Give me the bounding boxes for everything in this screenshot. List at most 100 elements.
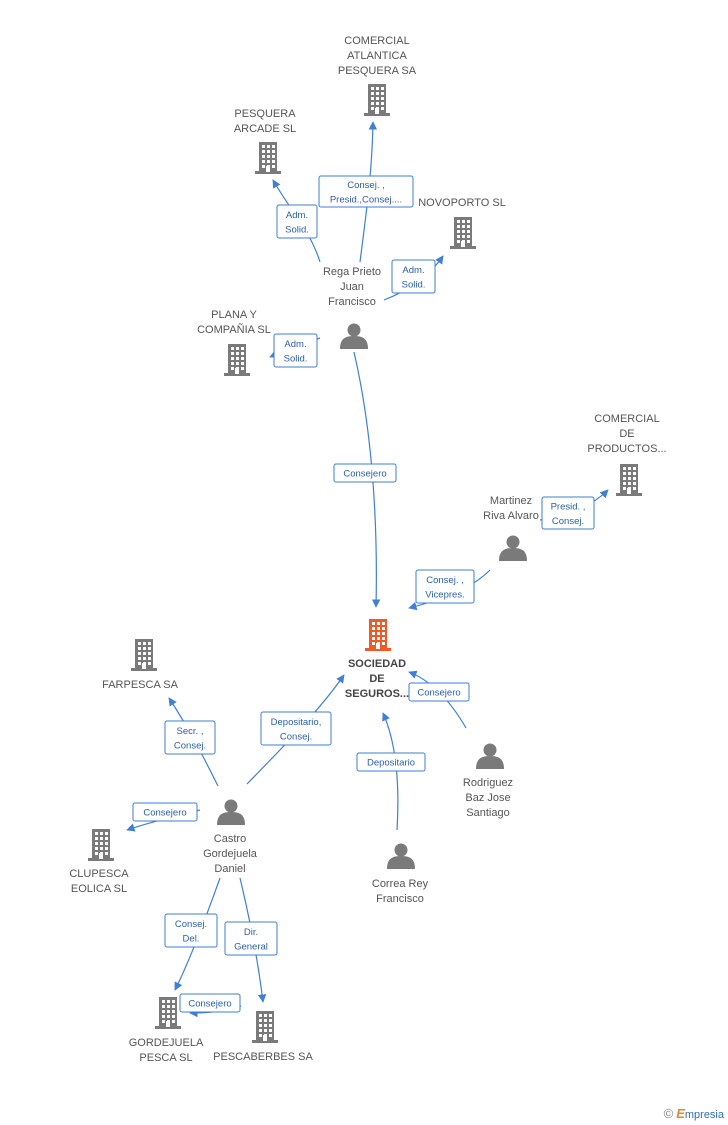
edge-label-text: Consej. ,: [347, 180, 385, 191]
edge-label-box: [408, 682, 470, 702]
node-label: Gordejuela: [203, 848, 258, 860]
building-icon[interactable]: [364, 84, 390, 116]
edge-label-text: Consejero: [143, 808, 186, 819]
brand-name: mpresia: [684, 1109, 724, 1121]
person-icon[interactable]: [217, 799, 245, 826]
node-label: ARCADE SL: [234, 123, 296, 135]
edge-label-box: [415, 569, 475, 604]
edge-label-text: Dir.: [244, 927, 258, 938]
edge-label-rega-sociedad[interactable]: Consejero: [333, 463, 397, 483]
edge-label-rega-novoporto[interactable]: Adm. Solid.: [391, 259, 436, 294]
edge-label-box: [164, 913, 218, 948]
building-icon[interactable]: [255, 142, 281, 174]
building-icon[interactable]: [155, 997, 181, 1029]
edge-label-castro-sociedad[interactable]: Depositario,Consej.: [260, 711, 332, 746]
edge-label-rega-plana[interactable]: Adm. Solid.: [273, 333, 318, 368]
edge-label-text: Solid.: [402, 279, 426, 290]
edge-label-text: Solid.: [285, 224, 309, 235]
node-label: COMPAÑIA SL: [197, 323, 271, 336]
edge-label-rega-comercial[interactable]: Consej. , Presid.,Consej....: [318, 175, 414, 208]
edge-label-pescaberbes-gordejuela[interactable]: Consejero: [179, 993, 241, 1013]
building-icon[interactable]: [365, 619, 391, 651]
node-pescaberbes[interactable]: PESCABERBES SA: [213, 1011, 313, 1063]
node-label: Correa Rey: [372, 878, 429, 890]
node-label: Francisco: [376, 893, 424, 905]
edge-label-martinez-sociedad[interactable]: Consej. , Vicepres.: [415, 569, 475, 604]
node-label: SOCIEDAD: [348, 658, 406, 670]
node-label: Francisco: [328, 296, 376, 308]
node-label: PESCABERBES SA: [213, 1051, 313, 1063]
edge-label-martinez-comercialprod[interactable]: Presid. , Consej.: [541, 496, 595, 530]
node-label: Castro: [214, 833, 246, 845]
person-icon[interactable]: [476, 743, 504, 770]
node-comercial-productos[interactable]: COMERCIAL DE PRODUCTOS...: [587, 413, 667, 496]
edge-label-text: Presid.,Consej....: [330, 194, 402, 205]
building-icon[interactable]: [131, 639, 157, 671]
edge-label-box: [356, 752, 426, 772]
edge-label-text: Consejero: [417, 688, 460, 699]
node-label: Rodriguez: [463, 777, 513, 789]
node-label: Baz Jose: [465, 792, 510, 804]
edge-label-box: [273, 333, 318, 368]
edge-label-rega-arcade[interactable]: Adm. Solid.: [276, 204, 318, 239]
edge-label-text: Vicepres.: [425, 589, 464, 600]
edge-label-text: Consej.: [552, 516, 584, 527]
edge-label-text: Adm.: [284, 339, 306, 350]
edge-label-castro-gordejuela[interactable]: Consej.Del.: [164, 913, 218, 948]
building-icon[interactable]: [88, 829, 114, 861]
node-label: DE: [619, 428, 634, 440]
node-farpesca[interactable]: FARPESCA SA: [102, 639, 179, 691]
node-label: PESQUERA SA: [338, 65, 417, 77]
building-icon[interactable]: [252, 1011, 278, 1043]
person-icon[interactable]: [340, 323, 368, 350]
edge-label-text: Depositario: [367, 758, 415, 769]
node-label: SEGUROS...: [345, 688, 409, 700]
node-plana-compania[interactable]: PLANA Y COMPAÑIA SL: [197, 309, 271, 376]
empresia-logo: ©Empresia: [664, 1106, 724, 1121]
brand-initial: E: [676, 1106, 685, 1121]
node-label: EOLICA SL: [71, 883, 127, 895]
edge-label-correa-sociedad[interactable]: Depositario: [356, 752, 426, 772]
edge-label-text: General: [234, 941, 268, 952]
node-label: Daniel: [214, 863, 245, 875]
edge-label-text: Adm.: [402, 265, 424, 276]
node-label: PLANA Y: [211, 309, 257, 321]
node-label: Santiago: [466, 807, 509, 819]
edge-label-text: Presid. ,: [551, 501, 586, 512]
node-pesquera-arcade[interactable]: PESQUERA ARCADE SL: [234, 108, 296, 174]
node-label: Juan: [340, 281, 364, 293]
building-icon[interactable]: [224, 344, 250, 376]
node-label: COMERCIAL: [344, 35, 409, 47]
node-label: PRODUCTOS...: [587, 443, 666, 455]
edge-label-castro-pescaberbes[interactable]: Dir. General: [224, 921, 278, 956]
person-icon[interactable]: [499, 535, 527, 562]
person-icon[interactable]: [387, 843, 415, 870]
edge-label-rodriguez-sociedad[interactable]: Consejero: [408, 682, 470, 702]
edge-label-text: Solid.: [284, 353, 308, 364]
building-icon[interactable]: [450, 217, 476, 249]
node-label: COMERCIAL: [594, 413, 659, 425]
node-label: Martinez: [490, 495, 532, 507]
node-label: NOVOPORTO SL: [418, 197, 506, 209]
node-label: PESQUERA: [234, 108, 296, 120]
node-sociedad-seguros[interactable]: SOCIEDADDESEGUROS...: [345, 619, 409, 700]
edge-label-text: Consejero: [343, 469, 386, 480]
edge-label-text: Consej. ,: [426, 575, 464, 586]
edge-label-castro-farpesca[interactable]: Secr. ,Consej.: [164, 720, 216, 755]
edge-label-text: Consej.: [174, 740, 206, 751]
node-novoporto[interactable]: NOVOPORTO SL: [418, 197, 506, 249]
edge-label-text: Adm.: [286, 210, 308, 221]
edge-label-castro-clupesca[interactable]: Consejero: [132, 802, 198, 822]
building-icon[interactable]: [616, 464, 642, 496]
edge-label-box: [541, 496, 595, 530]
